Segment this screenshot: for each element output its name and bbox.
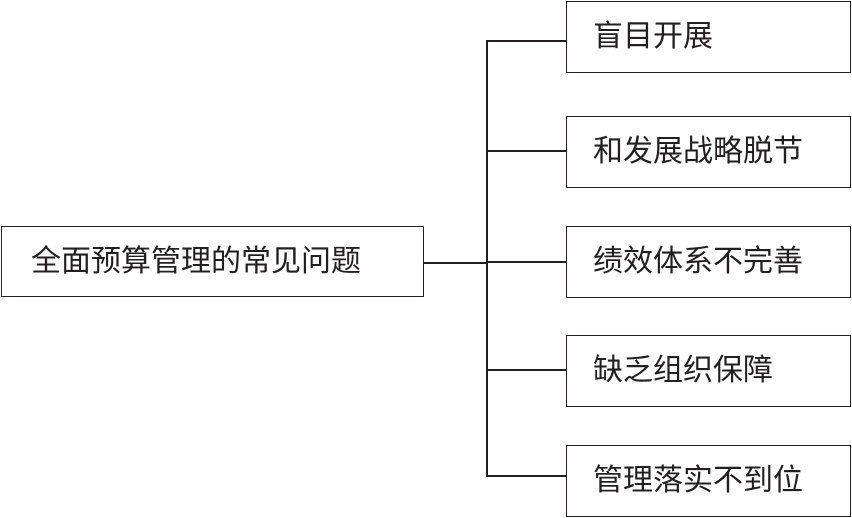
leaf-node-label: 缺乏组织保障: [593, 353, 773, 388]
branch-connector-4: [486, 369, 566, 371]
leaf-node-label: 和发展战略脱节: [593, 134, 803, 169]
root-node: 全面预算管理的常见问题: [1, 226, 424, 297]
leaf-node-label: 盲目开展: [593, 19, 713, 54]
leaf-node: 绩效体系不完善: [566, 226, 851, 298]
root-node-label: 全面预算管理的常见问题: [31, 243, 361, 279]
branch-connector-5: [486, 475, 566, 477]
branch-connector-2: [486, 150, 566, 152]
leaf-node: 盲目开展: [566, 1, 851, 73]
trunk-connector: [486, 40, 488, 476]
root-connector: [424, 262, 487, 264]
leaf-node: 和发展战略脱节: [566, 116, 851, 188]
leaf-node-label: 绩效体系不完善: [593, 244, 803, 279]
leaf-node: 缺乏组织保障: [566, 335, 851, 407]
branch-connector-1: [486, 40, 566, 42]
leaf-node: 管理落实不到位: [566, 445, 851, 517]
branch-connector-3: [486, 261, 566, 263]
leaf-node-label: 管理落实不到位: [593, 463, 803, 498]
